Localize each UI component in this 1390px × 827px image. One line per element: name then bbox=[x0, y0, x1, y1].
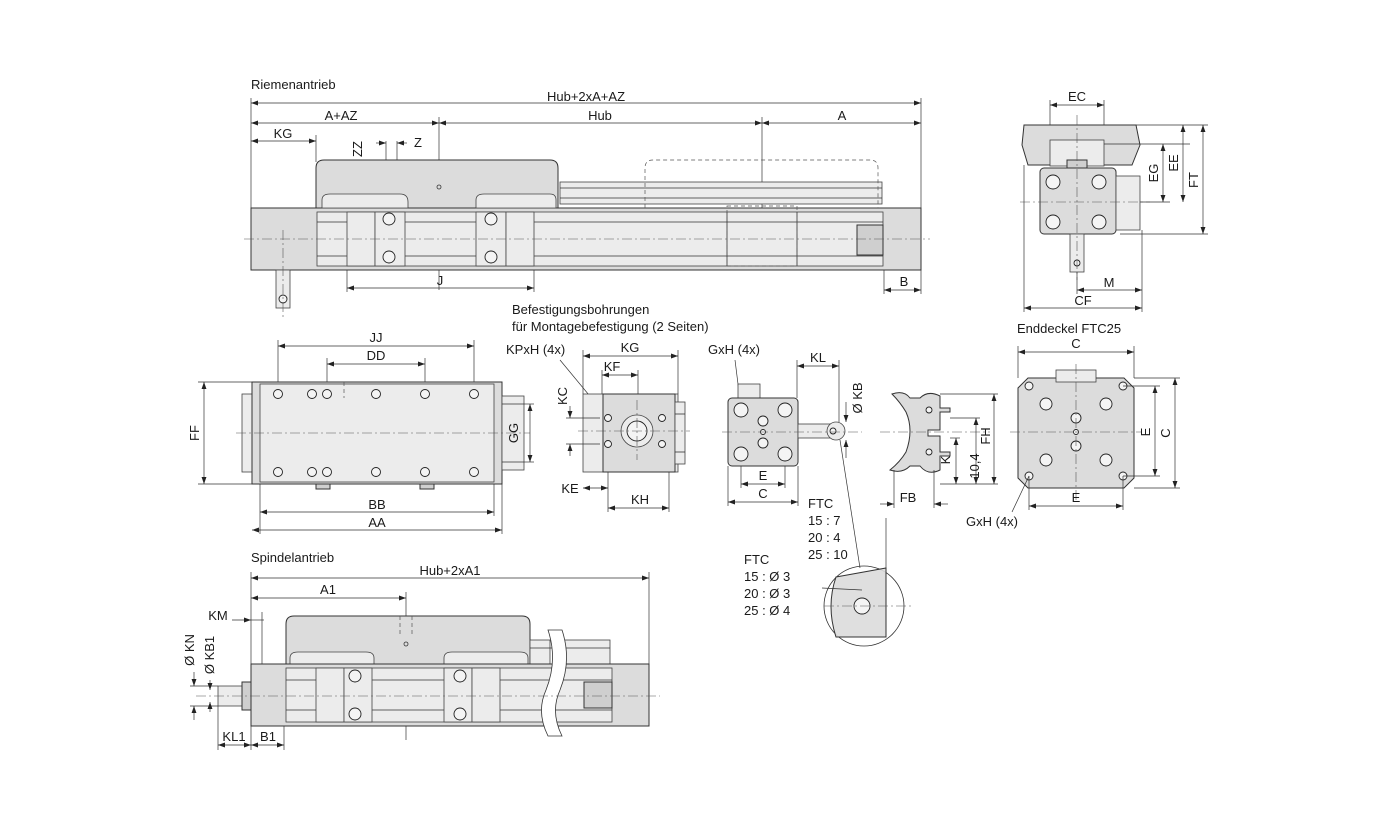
ftc-table-1-header: FTC bbox=[808, 496, 833, 511]
endplate-view: GxH (4x) KL Ø KB E C bbox=[708, 342, 865, 569]
mounting-detail: Befestigungsbohrungen für Montagebefesti… bbox=[506, 302, 709, 512]
ftc-table-2-row: 20 : Ø 3 bbox=[744, 586, 790, 601]
dim-c-endplate: C bbox=[758, 486, 767, 501]
dim-e-bottom: E bbox=[1072, 490, 1081, 505]
belt-drive-view: Riemenantrieb Hub+2xA+AZ A+AZ Hub A KG Z… bbox=[244, 77, 930, 320]
dim-k: K bbox=[938, 455, 953, 464]
dim-10-4: 10,4 bbox=[967, 453, 982, 478]
dim-gg: GG bbox=[506, 423, 521, 443]
dim-fb: FB bbox=[900, 490, 917, 505]
dim-c-top: C bbox=[1071, 336, 1080, 351]
dim-kn: Ø KN bbox=[182, 634, 197, 666]
dim-kl: KL bbox=[810, 350, 826, 365]
dim-j: J bbox=[437, 273, 444, 288]
ftc-tables: FTC 15 : 7 20 : 4 25 : 10 FTC 15 : Ø 3 2… bbox=[744, 496, 914, 647]
dim-kh: KH bbox=[631, 492, 649, 507]
endcover-title: Enddeckel FTC25 bbox=[1017, 321, 1121, 336]
dim-hub-2xa-az: Hub+2xA+AZ bbox=[547, 89, 625, 104]
dim-eg: EG bbox=[1146, 164, 1161, 183]
dim-ee: EE bbox=[1166, 154, 1181, 172]
dim-km: KM bbox=[208, 608, 228, 623]
dim-ec: EC bbox=[1068, 89, 1086, 104]
dim-ft: FT bbox=[1186, 172, 1201, 188]
dim-kf: KF bbox=[604, 359, 621, 374]
break-line bbox=[541, 629, 567, 737]
mounting-title-2: für Montagebefestigung (2 Seiten) bbox=[512, 319, 709, 334]
dim-bb: BB bbox=[368, 497, 385, 512]
dim-kpxh: KPxH (4x) bbox=[506, 342, 565, 357]
dim-kl1: KL1 bbox=[222, 729, 245, 744]
dim-fh: FH bbox=[978, 427, 993, 444]
dim-zz: ZZ bbox=[350, 141, 365, 157]
top-view: JJ DD bbox=[187, 330, 534, 534]
end-bolt-icon bbox=[1045, 214, 1061, 230]
dim-aa: AA bbox=[368, 515, 386, 530]
ftc-table-1-row: 25 : 10 bbox=[808, 547, 848, 562]
dim-z: Z bbox=[414, 135, 422, 150]
end-bolt-icon bbox=[1091, 214, 1107, 230]
belt-bolt-icon bbox=[382, 250, 396, 264]
dim-ff: FF bbox=[187, 425, 202, 441]
ftc-table-2-row: 25 : Ø 4 bbox=[744, 603, 790, 618]
end-bolt-icon bbox=[1091, 174, 1107, 190]
ftc-table-1-row: 15 : 7 bbox=[808, 513, 841, 528]
dim-b: B bbox=[900, 274, 909, 289]
ftc-table-2-row: 15 : Ø 3 bbox=[744, 569, 790, 584]
dim-cf: CF bbox=[1074, 293, 1091, 308]
dim-dd: DD bbox=[367, 348, 386, 363]
dim-kg: KG bbox=[274, 126, 293, 141]
dim-a: A bbox=[838, 108, 847, 123]
dim-hub-2xa1: Hub+2xA1 bbox=[419, 563, 480, 578]
dim-kg-detail: KG bbox=[621, 340, 640, 355]
end-bolt-icon bbox=[1045, 174, 1061, 190]
profile-section bbox=[888, 392, 951, 473]
dim-a1: A1 bbox=[320, 582, 336, 597]
dim-ke: KE bbox=[561, 481, 579, 496]
dim-gxh-endplate: GxH (4x) bbox=[708, 342, 760, 357]
dim-a-az: A+AZ bbox=[325, 108, 358, 123]
dim-hub: Hub bbox=[588, 108, 612, 123]
spindle-drive-view: Spindelantrieb Hub+2xA1 A1 KM bbox=[182, 550, 660, 750]
profile-section-view: FH K 10,4 FB bbox=[880, 392, 998, 508]
belt-bolt-icon bbox=[382, 212, 396, 226]
spindle-drive-title: Spindelantrieb bbox=[251, 550, 334, 565]
dim-gxh-endcover: GxH (4x) bbox=[966, 514, 1018, 529]
endcover-view: Enddeckel FTC25 C E C E GxH (4x) bbox=[966, 321, 1180, 529]
dim-e-side: E bbox=[1138, 427, 1153, 436]
end-side-view: EC EG EE FT M CF bbox=[1020, 89, 1208, 312]
dim-m: M bbox=[1104, 275, 1115, 290]
belt-bolt-icon bbox=[484, 212, 498, 226]
dim-e-endplate: E bbox=[759, 468, 768, 483]
mounting-title-1: Befestigungsbohrungen bbox=[512, 302, 649, 317]
belt-bolt-icon bbox=[484, 250, 498, 264]
dim-kb1: Ø KB1 bbox=[202, 636, 217, 674]
dim-b1: B1 bbox=[260, 729, 276, 744]
belt-drive-title: Riemenantrieb bbox=[251, 77, 336, 92]
ftc-table-1-row: 20 : 4 bbox=[808, 530, 841, 545]
dim-kc: KC bbox=[555, 387, 570, 405]
pin-detail-circle bbox=[821, 518, 914, 647]
dim-kb: Ø KB bbox=[850, 382, 865, 413]
dim-jj: JJ bbox=[370, 330, 383, 345]
top-holes bbox=[273, 389, 479, 477]
ftc-table-2-header: FTC bbox=[744, 552, 769, 567]
dim-c-side: C bbox=[1158, 428, 1173, 437]
